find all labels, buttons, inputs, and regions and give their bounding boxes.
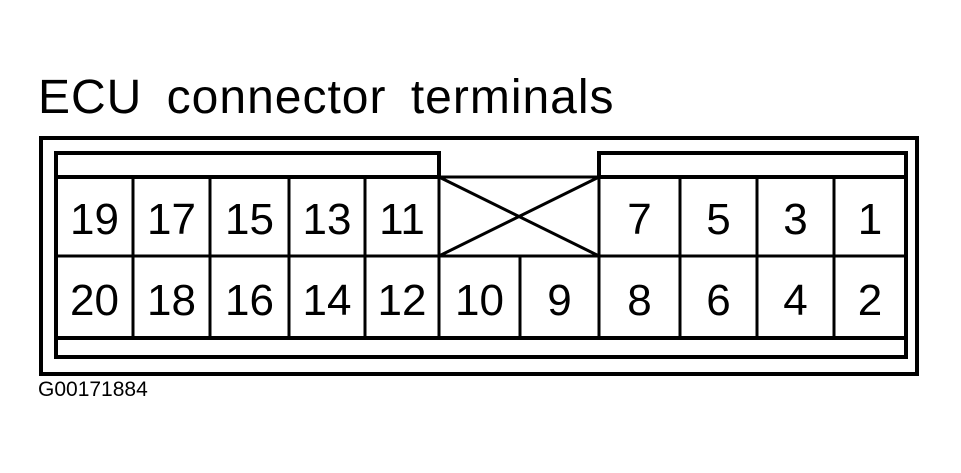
terminal-number-6: 6 [706,276,730,325]
connector-housing-outer [39,136,919,376]
terminal-labels: 19 17 15 13 11 7 5 3 1 20 18 16 14 12 10 9 8 6 4 2 [70,195,882,325]
blank-cross-line [438,175,600,258]
terminal-number-1: 1 [858,195,882,244]
terminal-number-13: 13 [303,195,352,244]
terminal-number-10: 10 [455,276,504,325]
terminal-number-17: 17 [147,195,196,244]
terminal-number-19: 19 [70,195,119,244]
terminal-cells [54,175,908,340]
diagram-title: ECU connector terminals [38,71,615,124]
terminal-number-20: 20 [70,276,119,325]
figure-id: G00171884 [38,378,148,401]
terminal-cell-2 [832,254,908,340]
terminal-number-2: 2 [858,276,882,325]
terminal-number-18: 18 [147,276,196,325]
terminal-number-7: 7 [627,195,651,244]
terminal-number-9: 9 [547,276,571,325]
terminal-number-4: 4 [783,276,807,325]
terminal-number-16: 16 [225,276,274,325]
terminal-number-14: 14 [303,276,352,325]
connector-key-notch-gap [441,150,597,158]
terminal-number-11: 11 [379,195,425,244]
terminal-number-12: 12 [378,276,427,325]
terminal-number-3: 3 [783,195,807,244]
terminal-number-8: 8 [627,276,651,325]
terminal-number-15: 15 [225,195,274,244]
terminal-number-5: 5 [706,195,730,244]
